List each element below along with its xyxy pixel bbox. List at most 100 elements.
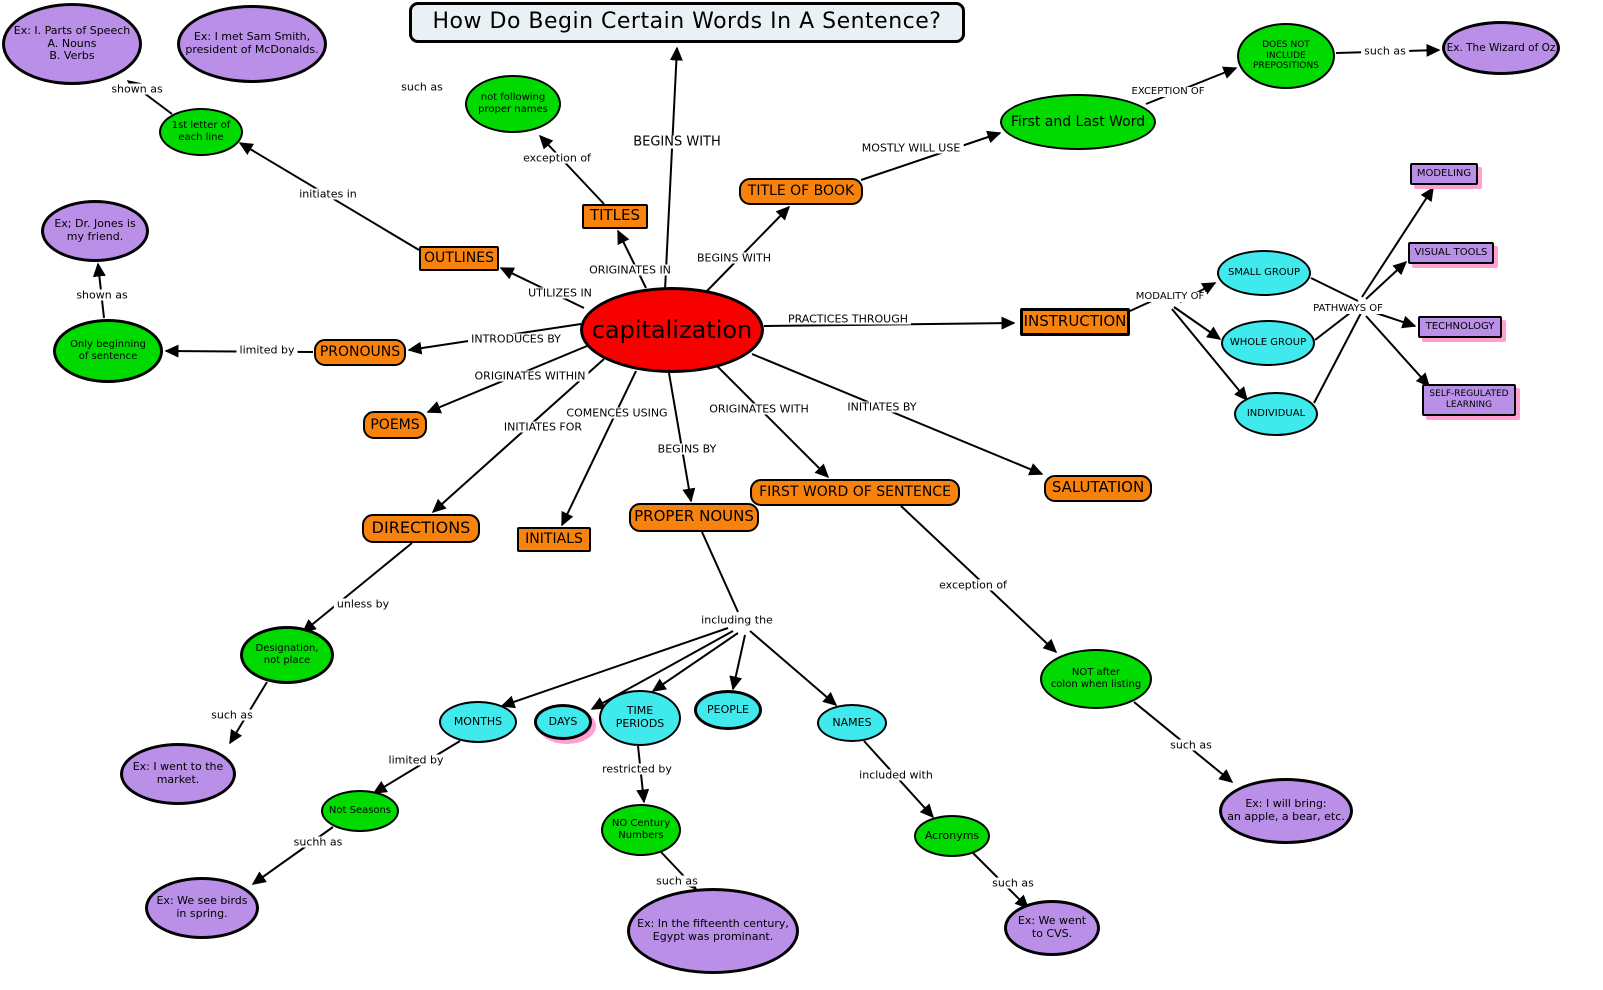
node-not-following-proper-names-text: proper names — [478, 104, 548, 115]
edge-cap-propernouns — [668, 372, 696, 503]
edge-label-shown-as-parts[interactable]: shown as — [108, 83, 166, 95]
edge-label-pathways-of[interactable]: PATHWAYS OF — [1310, 304, 1386, 314]
node-directions[interactable]: DIRECTIONS — [362, 513, 480, 543]
edge-label-such-as-cvs[interactable]: such as — [989, 877, 1037, 889]
node-proper-nouns[interactable]: PROPER NOUNS — [629, 502, 759, 532]
node-salutation[interactable]: SALUTATION — [1044, 474, 1152, 502]
node-ex-sam-smith-text: Ex: I met Sam Smith, — [193, 30, 311, 44]
edge-label-initiates-by[interactable]: INITIATES BY — [844, 401, 920, 413]
node-technology[interactable]: TECHNOLOGY — [1418, 316, 1502, 338]
edge-label-included-with[interactable]: included with — [856, 769, 936, 781]
node-individual[interactable]: INDIVIDUAL — [1234, 392, 1318, 436]
node-whole-group[interactable]: WHOLE GROUP — [1221, 320, 1315, 366]
node-initials-text: INITIALS — [525, 530, 583, 547]
edge-label-exception-of-lower[interactable]: exception of — [936, 579, 1010, 591]
node-people[interactable]: PEOPLE — [694, 690, 762, 730]
edge-label-initiates-in[interactable]: initiates in — [296, 188, 360, 200]
edge-cap-salutation — [751, 353, 1044, 476]
edge-label-modality-of[interactable]: MODALITY OF — [1132, 292, 1208, 302]
node-ex-the-wizard-of-oz[interactable]: Ex. The Wizard of Oz — [1442, 21, 1560, 75]
edge-label-introduces-by[interactable]: INTRODUCES BY — [468, 333, 564, 345]
node-title-of-book[interactable]: TITLE OF BOOK — [739, 177, 863, 205]
edge-label-begins-by[interactable]: BEGINS BY — [654, 443, 720, 455]
edge-label-initiates-for[interactable]: INITIATES FOR — [500, 421, 586, 433]
node-titles[interactable]: TITLES — [582, 203, 648, 229]
edge-label-begins-with-main[interactable]: BEGINS WITH — [630, 135, 724, 149]
node-names[interactable]: NAMES — [817, 704, 887, 742]
node-capitalization[interactable]: capitalization — [580, 287, 764, 373]
node-acronyms[interactable]: Acronyms — [914, 815, 990, 857]
node-visual-tools[interactable]: VISUAL TOOLS — [1408, 242, 1494, 264]
edge-propernouns-junction — [701, 531, 739, 613]
node-time-periods-text: TIME — [626, 704, 654, 718]
node-not-seasons[interactable]: Not Seasons — [321, 790, 399, 832]
node-instruction[interactable]: INSTRUCTION — [1020, 308, 1130, 336]
node-salutation-text: SALUTATION — [1051, 478, 1145, 497]
edge-label-restricted-by[interactable]: restricted by — [599, 763, 675, 775]
edge-label-mostly-will-use[interactable]: MOSTLY WILL USE — [858, 142, 964, 154]
node-ex-fifteenth-century[interactable]: Ex: In the fifteenth century,Egypt was p… — [627, 888, 799, 974]
edge-label-such-as-oz[interactable]: such as — [1361, 45, 1409, 57]
edge-label-originates-with[interactable]: ORIGINATES WITH — [706, 403, 812, 415]
node-designation-not-place[interactable]: Designation,not place — [240, 626, 334, 684]
edge-label-exception-of-titles[interactable]: exception of — [520, 152, 594, 164]
edge-label-practices-through[interactable]: PRACTICES THROUGH — [784, 313, 912, 325]
node-ex-sam-smith[interactable]: Ex: I met Sam Smith,president of McDonal… — [177, 5, 327, 83]
edge-cap-initials — [561, 370, 637, 527]
node-initials[interactable]: INITIALS — [517, 526, 591, 552]
edge-individual-junction — [1313, 312, 1362, 404]
edge-including-names — [749, 630, 838, 706]
node-first-letter-each-line-text: each line — [178, 132, 224, 143]
node-ex-i-will-bring[interactable]: Ex: I will bring:an apple, a bear, etc. — [1219, 778, 1353, 844]
edge-label-originates-within[interactable]: ORIGINATES WITHIN — [471, 370, 589, 382]
edge-label-limited-by-pronouns[interactable]: limited by — [236, 344, 298, 356]
edge-label-unless-by[interactable]: unless by — [333, 598, 393, 610]
edge-label-exception-of-upper[interactable]: EXCEPTION OF — [1128, 87, 1208, 97]
edge-label-such-as-sam[interactable]: such as — [398, 81, 446, 93]
edge-label-such-as-market[interactable]: such as — [208, 709, 256, 721]
node-title-banner[interactable]: How Do Begin Certain Words In A Sentence… — [409, 1, 965, 43]
node-ex-we-see-birds-text: in spring. — [176, 907, 228, 920]
edge-directions-designation — [301, 542, 413, 633]
node-months[interactable]: MONTHS — [439, 701, 517, 743]
node-small-group[interactable]: SMALL GROUP — [1217, 250, 1311, 296]
node-no-century-numbers-text: NO Century — [611, 818, 671, 830]
edge-label-begins-with-book[interactable]: BEGINS WITH — [693, 252, 775, 264]
edge-label-suchh-as[interactable]: suchh as — [290, 836, 346, 848]
edge-label-originates-in[interactable]: ORIGINATES IN — [586, 264, 674, 276]
edge-label-such-as-century[interactable]: such as — [653, 875, 701, 887]
edge-label-shown-as-jones[interactable]: shown as — [73, 289, 131, 301]
node-pronouns[interactable]: PRONOUNS — [314, 338, 406, 366]
node-days[interactable]: DAYS — [534, 704, 592, 740]
node-not-seasons-text: Not Seasons — [328, 805, 392, 817]
node-poems[interactable]: POEMS — [363, 411, 427, 439]
node-first-letter-each-line-text: 1st letter of — [171, 120, 231, 132]
edge-label-limited-by-months[interactable]: limited by — [385, 754, 447, 766]
node-first-word-of-sentence[interactable]: FIRST WORD OF SENTENCE — [750, 478, 960, 506]
node-visual-tools-text: VISUAL TOOLS — [1414, 247, 1488, 259]
edge-label-utilizes-in[interactable]: UTILIZES IN — [525, 287, 595, 299]
edge-label-comences-using[interactable]: COMENCES USING — [563, 407, 671, 419]
edge-label-such-as-bring[interactable]: such as — [1167, 739, 1215, 751]
node-technology-text: TECHNOLOGY — [1425, 321, 1495, 333]
node-modeling[interactable]: MODELING — [1410, 163, 1478, 185]
node-first-and-last-word[interactable]: First and Last Word — [1000, 94, 1156, 150]
edge-cap-titles — [617, 229, 647, 289]
edge-label-including-the[interactable]: including the — [698, 614, 776, 626]
node-outlines[interactable]: OUTLINES — [419, 245, 499, 271]
node-ex-sam-smith-text: president of McDonalds. — [185, 43, 319, 56]
